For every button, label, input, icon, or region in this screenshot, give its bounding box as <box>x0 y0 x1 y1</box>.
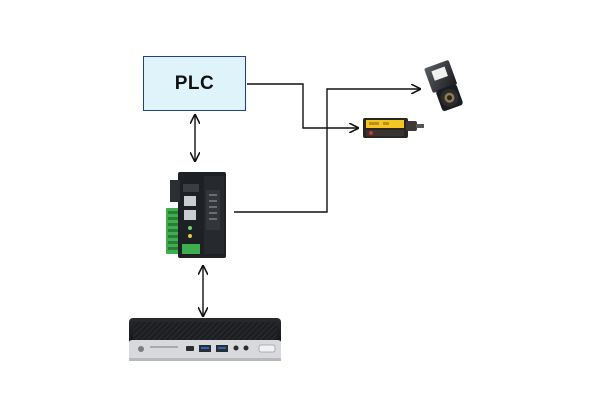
plc-sensor-link <box>247 83 358 128</box>
controller-camera-link <box>234 89 420 213</box>
laser-sensor-icon <box>363 118 424 138</box>
mini-pc-icon <box>129 318 281 361</box>
industrial-controller-icon <box>166 172 226 258</box>
plc-node: PLC <box>143 56 246 111</box>
industrial-camera-icon <box>424 60 463 111</box>
plc-label: PLC <box>174 72 215 94</box>
